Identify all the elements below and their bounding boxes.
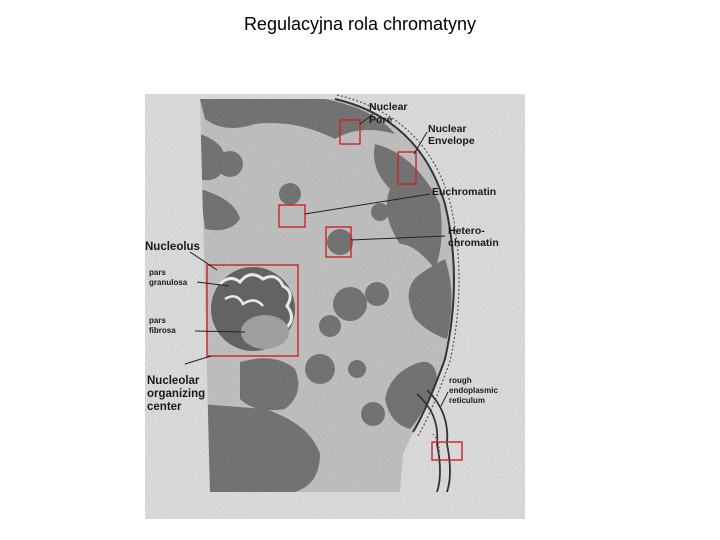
callout-boxes — [206, 119, 463, 461]
rough-er — [416, 393, 441, 493]
label-nuclear-pore-2: Pore — [369, 114, 393, 126]
label-euchromatin: Euchromatin — [432, 186, 496, 198]
label-pars-fibrosa-1: pars — [149, 316, 166, 325]
callout-box-euchromatin — [278, 204, 306, 228]
pars-fibrosa-area — [241, 315, 289, 349]
nuclear-envelope — [334, 98, 455, 433]
nucleus-body — [200, 94, 460, 493]
callout-box-nucleolus — [206, 264, 299, 357]
label-heterochromatin-1: Hetero- — [448, 225, 485, 237]
label-nuclear-envelope-2: Envelope — [428, 135, 475, 147]
label-nucleolar-organizing-2: organizing — [147, 388, 205, 400]
label-heterochromatin-2: chromatin — [448, 237, 499, 249]
label-nuclear-envelope-1: Nuclear — [428, 123, 467, 135]
label-nucleolus: Nucleolus — [145, 241, 200, 253]
label-rough-er-3: reticulum — [449, 396, 485, 405]
nucleolus — [211, 267, 295, 351]
label-nucleolar-organizing-1: Nucleolar — [147, 375, 200, 387]
diagram-labels: Nuclear Pore Nuclear Envelope Euchromati… — [145, 101, 499, 413]
nuclear-envelope-outer — [336, 94, 460, 437]
callout-box-heterochromatin — [325, 226, 352, 258]
label-rough-er-1: rough — [449, 376, 472, 385]
nucleus-diagram: Nuclear Pore Nuclear Envelope Euchromati… — [145, 94, 525, 519]
leader-lines — [184, 113, 449, 407]
callout-box-nuclear-envelope — [397, 151, 417, 185]
pars-granulosa-lobes — [218, 273, 293, 331]
callout-box-nuclear-pore — [339, 119, 361, 145]
label-rough-er-2: endoplasmic — [449, 386, 498, 395]
label-nuclear-pore-1: Nuclear — [369, 101, 408, 113]
callout-box-rough-er — [431, 441, 463, 461]
label-pars-fibrosa-2: fibrosa — [149, 326, 176, 335]
rough-er-inner — [426, 389, 451, 493]
label-nucleolar-organizing-3: center — [147, 401, 182, 413]
label-pars-granulosa-2: granulosa — [149, 278, 188, 287]
slide-title: Regulacyjna rola chromatyny — [243, 14, 477, 34]
label-pars-granulosa-1: pars — [149, 268, 166, 277]
heterochromatin-regions — [200, 99, 452, 492]
